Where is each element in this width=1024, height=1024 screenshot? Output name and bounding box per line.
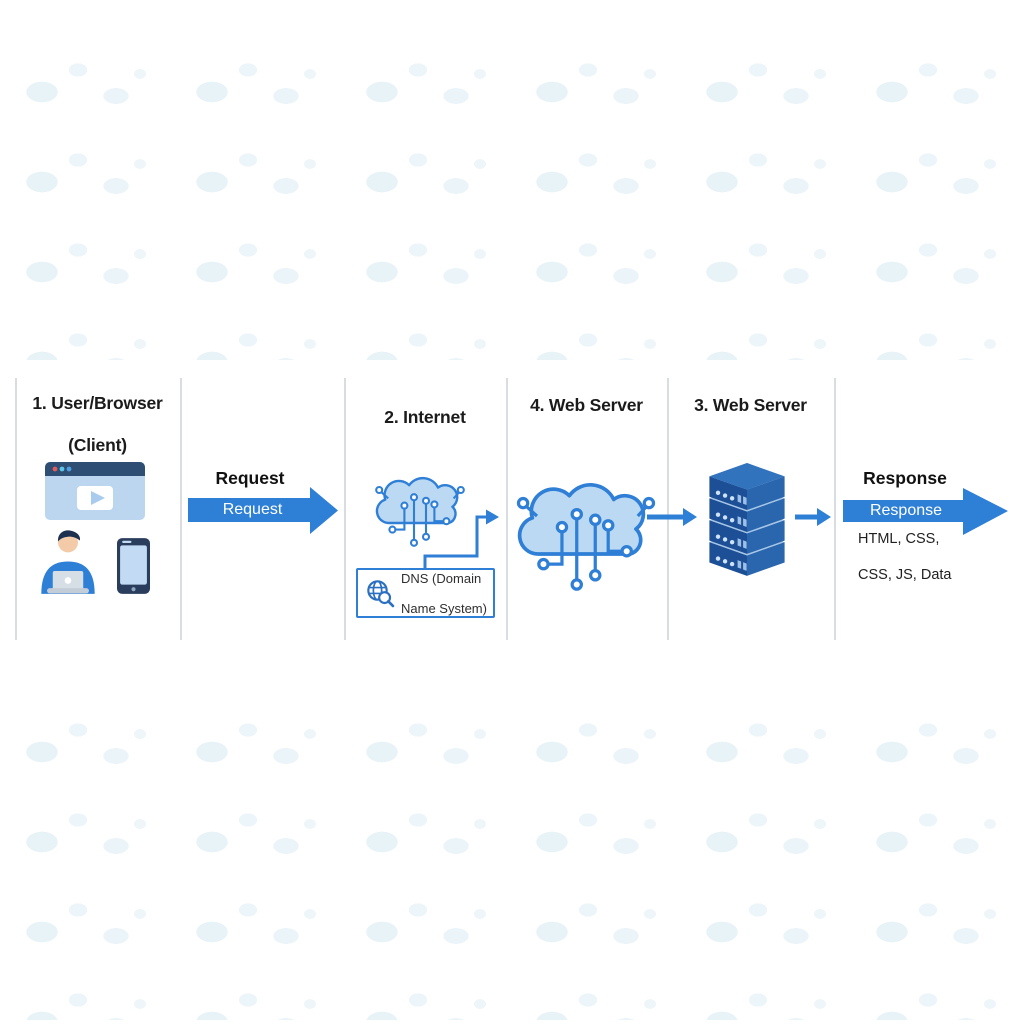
column-divider [506,378,508,640]
column-divider [667,378,669,640]
client-heading: 1. User/Browser (Client) [17,393,178,456]
browser-window-icon [45,462,145,520]
globe-magnifier-icon [367,580,395,608]
dns-label: DNS (Domain Name System) [401,571,487,616]
dns-label-line1: DNS (Domain [401,570,482,586]
circuit-cloud-icon-internet [375,476,465,547]
dns-label-line2: Name System) [401,600,487,616]
request-arrow [188,487,338,534]
person-laptop-icon [41,530,95,594]
cloud-to-server-arrow [647,508,697,526]
column-divider [15,378,17,640]
column-divider [344,378,346,640]
response-arrow [843,488,1008,535]
web-server-4-heading: 4. Web Server [530,395,643,415]
circuit-cloud-icon-web-server [516,482,656,592]
response-payload-line2: CSS, JS, Data [858,567,952,583]
server-to-response-arrow [795,508,831,526]
internet-heading: 2. Internet [384,407,466,427]
response-arrow-label: Response [869,502,943,519]
smartphone-icon [117,538,150,594]
server-stack-icon [709,463,785,576]
response-payload-line1: HTML, CSS, [858,531,940,547]
response-payload: HTML, CSS, CSS, JS, Data [858,530,1008,584]
column-divider [180,378,182,640]
dns-connector-arrow [423,509,499,568]
client-heading-line1: 1. User/Browser [32,393,163,413]
web-server-3-heading: 3. Web Server [694,395,807,415]
request-arrow-label: Request [222,501,283,518]
request-label: Request [215,468,285,488]
response-label: Response [863,468,947,488]
dns-box: DNS (Domain Name System) [356,568,495,618]
column-divider [834,378,836,640]
client-heading-line2: (Client) [68,435,127,455]
